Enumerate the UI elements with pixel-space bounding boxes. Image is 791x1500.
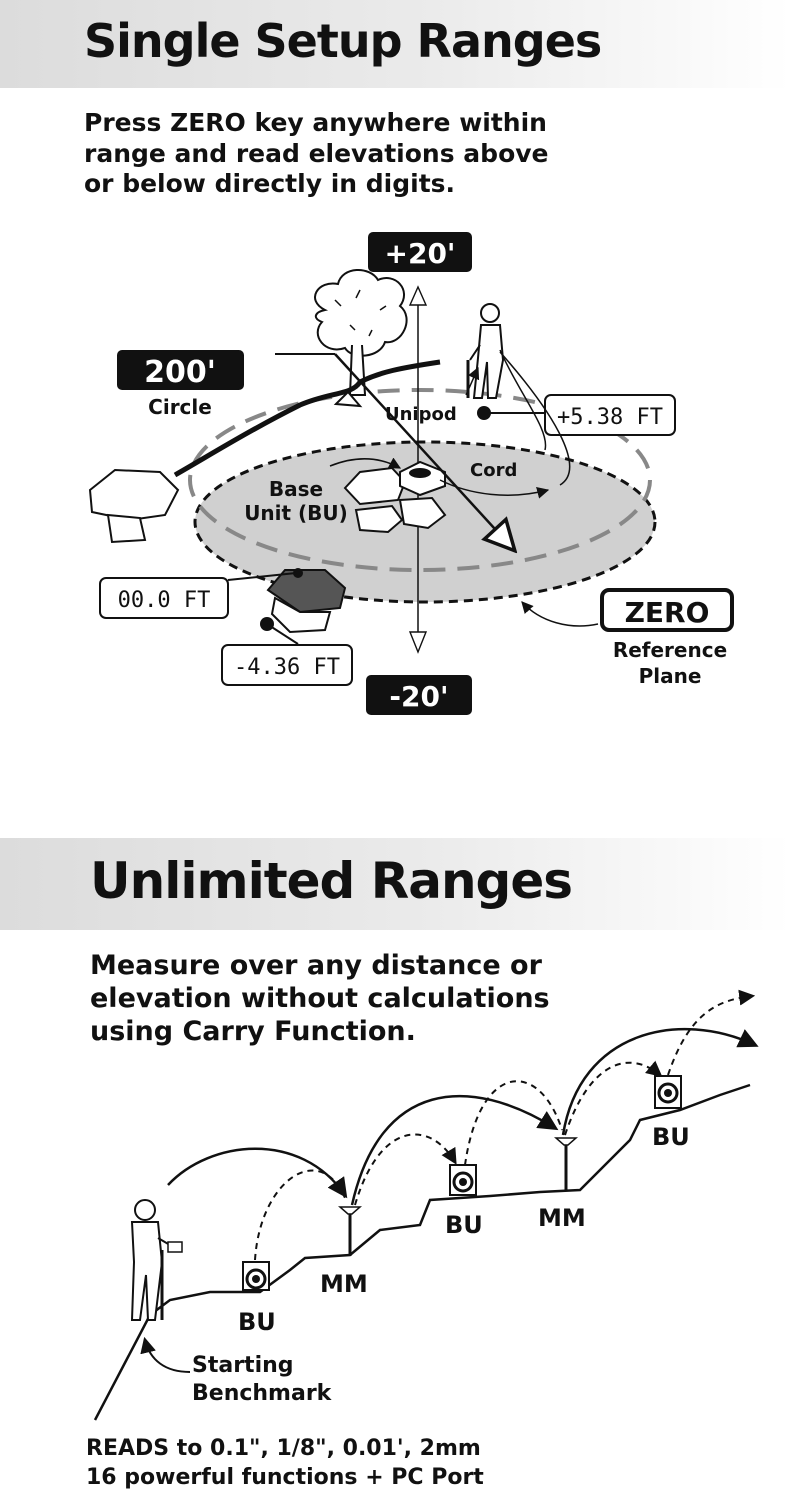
rock-icon — [88, 468, 180, 544]
zero-pointer — [227, 572, 297, 581]
base-unit-device — [399, 460, 446, 497]
benchmark-arrow — [140, 1336, 191, 1373]
axis-down-arrow — [408, 631, 428, 654]
description-line: range and read elevations above — [84, 138, 549, 168]
tree-icon — [314, 269, 408, 396]
zero-readout: 00.0 FT — [118, 588, 211, 613]
base-unit-icon — [242, 1261, 270, 1291]
carry-arc-dashed — [667, 989, 756, 1076]
unipod-label: Unipod — [385, 404, 457, 425]
zero-readout-box — [99, 577, 229, 619]
section-description: Measure over any distance or elevation w… — [90, 950, 650, 1049]
section-title: Single Setup Ranges — [84, 14, 602, 68]
mm-rod-icon — [554, 1137, 578, 1190]
unipod-readout: +5.38 FT — [557, 405, 663, 430]
section-banner: Unlimited Ranges — [0, 838, 791, 930]
range-circle-ellipse — [188, 388, 652, 572]
mm-rod-icon — [338, 1206, 362, 1256]
below-readout-box — [221, 644, 353, 686]
section-description: Press ZERO key anywhere within range and… — [84, 108, 644, 200]
description-line: or below directly in digits. — [84, 169, 456, 198]
mm-label: MM — [320, 1270, 368, 1298]
spec-footer: READS to 0.1", 1/8", 0.01', 2mm 16 power… — [86, 1435, 484, 1492]
unipod-readout-box — [544, 394, 676, 436]
base-unit-label-line2: Unit (BU) — [244, 501, 348, 525]
radius-line — [334, 353, 505, 540]
axis-up-arrow — [408, 285, 428, 306]
cord-line — [499, 351, 571, 486]
carry-arc-dashed — [564, 1060, 663, 1136]
lower-rock-icon — [266, 568, 347, 634]
benchmark-label-line1: Starting — [192, 1353, 294, 1378]
bu-label: BU — [445, 1211, 483, 1239]
carry-arc-dashed — [464, 1080, 563, 1166]
surveyor-person-icon — [466, 303, 505, 399]
reference-plane-arrow — [521, 601, 599, 627]
bu-label: BU — [238, 1308, 276, 1336]
cord-arrow — [439, 479, 550, 499]
base-unit-label-line1: Base — [269, 477, 323, 501]
carry-arc-dashed — [254, 1169, 346, 1261]
below-readout: -4.36 FT — [234, 655, 340, 680]
surveyor-person-icon — [130, 1199, 183, 1321]
circle-badge-label: 200' — [144, 355, 216, 390]
reference-plane-label-line1: Reference — [613, 638, 727, 662]
plus20-badge — [368, 232, 472, 272]
description-line: elevation without calculations — [90, 982, 550, 1014]
spec-line: 16 powerful functions + PC Port — [86, 1464, 484, 1490]
benchmark-label-line2: Benchmark — [192, 1381, 333, 1406]
bu-label: BU — [652, 1123, 690, 1151]
description-line: Measure over any distance or — [90, 950, 542, 981]
mm-label: MM — [538, 1204, 586, 1232]
base-unit-icon — [449, 1164, 477, 1196]
carry-arc-dashed — [354, 1133, 457, 1206]
spec-line: READS to 0.1", 1/8", 0.01', 2mm — [86, 1436, 481, 1461]
section-banner: Single Setup Ranges — [0, 0, 791, 88]
base-unit-arrow — [329, 457, 402, 469]
terrain-profile — [93, 1083, 751, 1421]
base-unit-rocks — [343, 466, 447, 534]
description-line: using Carry Function. — [90, 1015, 416, 1047]
carry-arc-solid — [167, 1147, 348, 1199]
minus20-badge — [366, 675, 472, 715]
description-line: Press ZERO key anywhere within — [84, 108, 547, 137]
carry-arc-solid — [350, 1094, 559, 1206]
plus20-label: +20' — [385, 237, 456, 270]
base-unit-icon — [654, 1075, 682, 1109]
section-title: Unlimited Ranges — [90, 852, 573, 910]
circle-label: Circle — [148, 395, 212, 419]
zero-key-badge — [600, 588, 734, 632]
reference-plane-label-line2: Plane — [639, 664, 702, 688]
single-setup-diagram: +20' -20' 200' Cir — [88, 232, 734, 715]
zero-key-label: ZERO — [625, 596, 710, 629]
minus20-label: -20' — [389, 680, 448, 713]
cord-label: Cord — [470, 460, 517, 481]
terrain-ridge — [173, 359, 441, 478]
circle-badge — [117, 350, 244, 390]
